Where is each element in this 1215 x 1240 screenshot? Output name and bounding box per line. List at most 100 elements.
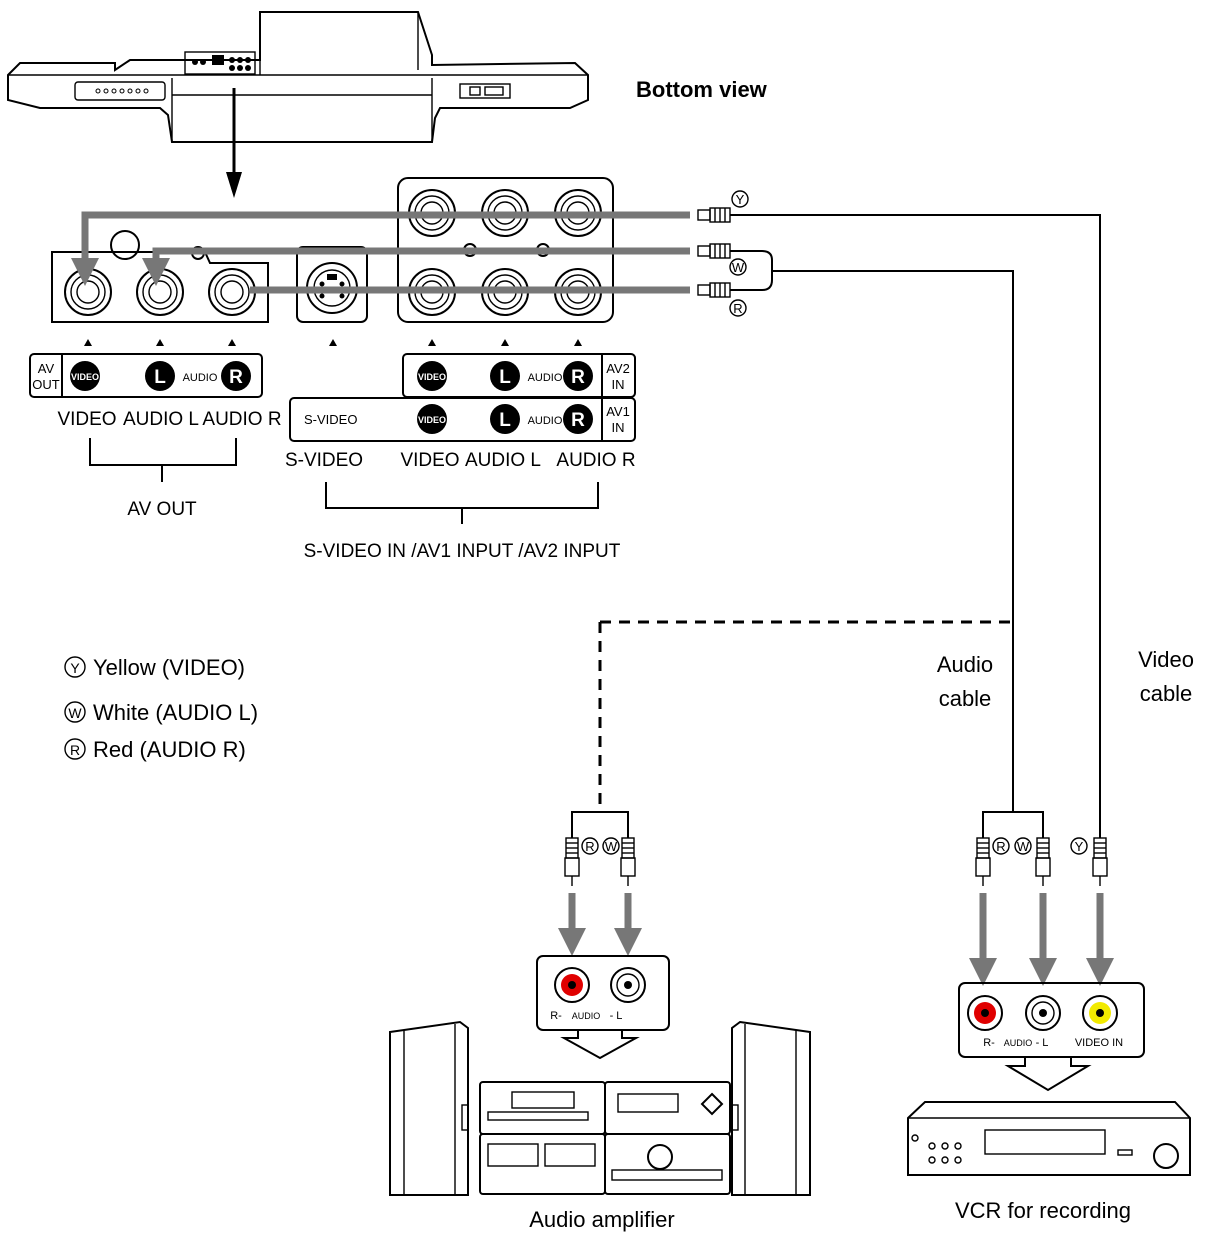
svg-text:AV: AV — [38, 361, 55, 376]
svg-text:R: R — [571, 410, 585, 431]
svg-text:VIDEO: VIDEO — [71, 372, 99, 382]
svg-text:AV2: AV2 — [606, 361, 630, 376]
l-badge: L — [490, 361, 520, 391]
vcr-red-jack — [967, 995, 1003, 1031]
svg-text:Red (AUDIO R): Red (AUDIO R) — [93, 737, 246, 762]
plug-letter-r: R — [581, 837, 599, 855]
svg-text:IN: IN — [612, 420, 625, 435]
plug-letter-r: R — [729, 299, 747, 317]
svg-text:AUDIO: AUDIO — [528, 372, 563, 384]
amplifier-stack — [479, 1081, 731, 1195]
audio-cable-label-line2: cable — [939, 686, 992, 711]
amp-white-jack — [610, 967, 646, 1003]
s-video-terminal — [296, 246, 368, 323]
svg-text:IN: IN — [612, 377, 625, 392]
bottom-view-label: Bottom view — [636, 77, 768, 102]
av-out-video-jack — [64, 268, 112, 316]
svg-text:AUDIO: AUDIO — [572, 1011, 601, 1021]
av2-label-panel: VIDEO L AUDIO R AV2 IN — [402, 353, 636, 398]
av-out-audio-r-jack — [208, 268, 256, 316]
plug-letter-y: Y — [1070, 837, 1088, 855]
vcr-block-arrow — [1004, 1057, 1092, 1092]
svg-text:Yellow (VIDEO): Yellow (VIDEO) — [93, 655, 245, 680]
av-out-video-label: VIDEO — [57, 409, 116, 430]
amp-red-jack — [554, 967, 590, 1003]
svg-text:R: R — [229, 367, 243, 388]
av1-label-panel: S-VIDEO VIDEO L AUDIO R AV1 IN — [289, 397, 636, 442]
svg-text:R: R — [571, 367, 585, 388]
audio-l-in-label: AUDIO L — [465, 450, 541, 471]
svg-text:R: R — [585, 839, 594, 854]
svg-text:R: R — [70, 742, 80, 758]
pointer-triangles — [84, 339, 582, 346]
svg-text:- L: - L — [610, 1010, 623, 1022]
amp-gray-arrows — [558, 893, 642, 956]
vcr-yellow-jack — [1082, 995, 1118, 1031]
plug-letter-r: R — [992, 837, 1010, 855]
svg-text:Y: Y — [70, 660, 80, 676]
vcr-white-jack — [1025, 995, 1061, 1031]
r-badge: R — [563, 404, 593, 434]
av-out-audio-l-label: AUDIO L — [123, 409, 199, 430]
audio-cable-label-line1: Audio — [937, 652, 993, 677]
video-cable-label-line2: cable — [1140, 681, 1193, 706]
l-badge: L — [490, 404, 520, 434]
video-in-label: VIDEO — [400, 450, 459, 471]
av-out-bracket — [89, 438, 237, 482]
svg-text:VIDEO: VIDEO — [418, 372, 446, 382]
plug-letter-w: W — [602, 837, 620, 855]
svg-text:White (AUDIO L): White (AUDIO L) — [93, 700, 258, 725]
plug-letter-w: W — [729, 258, 747, 276]
svg-text:L: L — [499, 367, 511, 388]
svg-text:AV1: AV1 — [606, 404, 630, 419]
amplifier-label: Audio amplifier — [529, 1207, 675, 1232]
svg-text:AUDIO: AUDIO — [183, 372, 218, 384]
svg-text:AUDIO: AUDIO — [528, 415, 563, 427]
av-out-label-panel: AV OUT VIDEO L AUDIO R — [29, 353, 263, 398]
right-speaker — [731, 1020, 811, 1196]
svg-text:Y: Y — [1075, 839, 1084, 854]
r-badge: R — [563, 361, 593, 391]
amp-side-plugs: R W — [564, 837, 636, 886]
down-arrow — [226, 88, 242, 198]
av-out-audio-r-label: AUDIO R — [202, 409, 281, 430]
r-badge: R — [221, 361, 251, 391]
legend-item-yellow: Y Yellow (VIDEO) — [64, 655, 245, 680]
svg-text:VIDEO IN: VIDEO IN — [1075, 1037, 1123, 1049]
amp-block-arrow — [560, 1030, 640, 1060]
svg-text:R: R — [733, 301, 742, 316]
video-badge: VIDEO — [70, 361, 100, 391]
svg-text:Y: Y — [736, 192, 745, 207]
tv-side-plugs — [697, 207, 731, 298]
vcr-gray-arrows — [969, 893, 1114, 986]
svg-text:VIDEO: VIDEO — [418, 415, 446, 425]
input-caption: S-VIDEO IN /AV1 INPUT /AV2 INPUT — [304, 541, 621, 562]
audio-r-in-label: AUDIO R — [556, 450, 635, 471]
svg-text:W: W — [732, 260, 745, 275]
tv-port-dots — [95, 88, 149, 94]
vcr-label: VCR for recording — [955, 1198, 1131, 1223]
amp-jack-panel: R- AUDIO - L — [536, 955, 670, 1031]
color-legend: Y Yellow (VIDEO) W White (AUDIO L) R Red… — [64, 655, 258, 762]
vcr-side-plugs: R W Y — [975, 837, 1108, 886]
svg-text:W: W — [605, 839, 618, 854]
svg-text:S-VIDEO: S-VIDEO — [304, 412, 357, 427]
svg-text:R: R — [996, 839, 1005, 854]
tv-bottom-view — [7, 11, 589, 143]
legend-item-red: R Red (AUDIO R) — [64, 737, 246, 762]
video-badge: VIDEO — [417, 361, 447, 391]
av-out-caption: AV OUT — [127, 499, 197, 520]
input-bracket — [325, 482, 599, 524]
black-cables — [571, 214, 1101, 838]
video-cable-label-line1: Video — [1138, 647, 1194, 672]
legend-item-white: W White (AUDIO L) — [64, 700, 258, 725]
vcr-jack-panel: R- AUDIO - L VIDEO IN — [958, 982, 1145, 1058]
svg-text:- L: - L — [1036, 1037, 1049, 1049]
plug-letter-y: Y — [731, 190, 749, 208]
svg-text:L: L — [154, 367, 166, 388]
svg-text:AUDIO: AUDIO — [1004, 1038, 1033, 1048]
l-badge: L — [145, 361, 175, 391]
video-badge: VIDEO — [417, 404, 447, 434]
av-out-audio-l-jack — [136, 268, 184, 316]
